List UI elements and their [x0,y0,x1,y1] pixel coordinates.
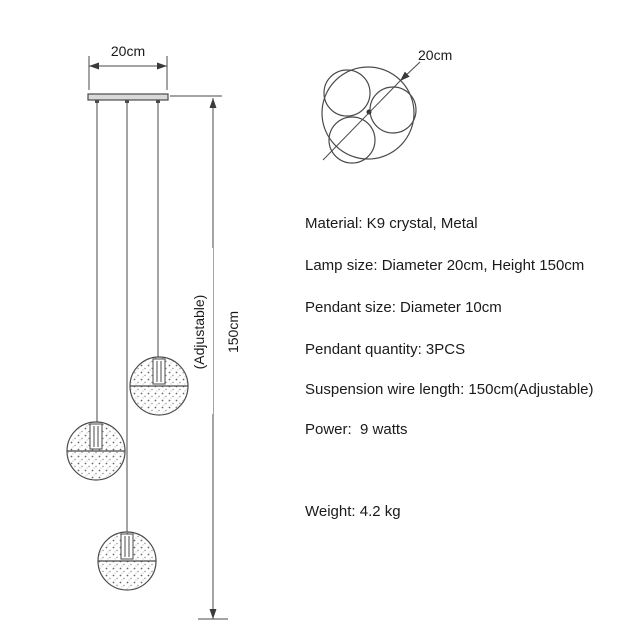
left-arrow-icon [89,62,99,70]
height-dimension: (Adjustable) 150cm [170,95,241,620]
pendant-ball-middle [97,531,157,591]
ceiling-plate [87,93,169,103]
leader-arrow-icon [400,71,410,81]
top-view-diameter-label: 20cm [418,47,452,63]
pendant-ball-right [129,356,189,416]
spec-material: Material: K9 crystal, Metal [305,215,478,232]
top-view-pendant-circle-2 [369,86,417,134]
adjustable-label: (Adjustable) [191,295,207,370]
down-arrow-icon [209,609,217,619]
spec-pendant-size: Pendant size: Diameter 10cm [305,299,502,316]
spec-power: Power: 9 watts [305,421,408,438]
spec-wire-length: Suspension wire length: 150cm(Adjustable… [305,381,594,398]
top-view-center-dot [366,109,372,115]
spec-lamp-size: Lamp size: Diameter 20cm, Height 150cm [305,257,585,274]
height-dimension-label: 150cm [225,311,241,353]
top-view-drawing: 20cm [321,47,452,164]
spec-pendant-quantity: Pendant quantity: 3PCS [305,341,466,358]
top-view-pendant-circle-1 [323,69,371,117]
pendant-ball-left [66,421,126,481]
top-view-pendant-circle-3 [328,116,376,164]
top-view-outer-circle [321,66,415,160]
spec-weight: Weight: 4.2 kg [305,503,401,520]
width-dimension-label: 20cm [111,43,145,59]
right-arrow-icon [157,62,167,70]
width-dimension: 20cm [88,43,168,90]
front-view-drawing: 20cm [66,43,241,620]
up-arrow-icon [209,98,217,108]
